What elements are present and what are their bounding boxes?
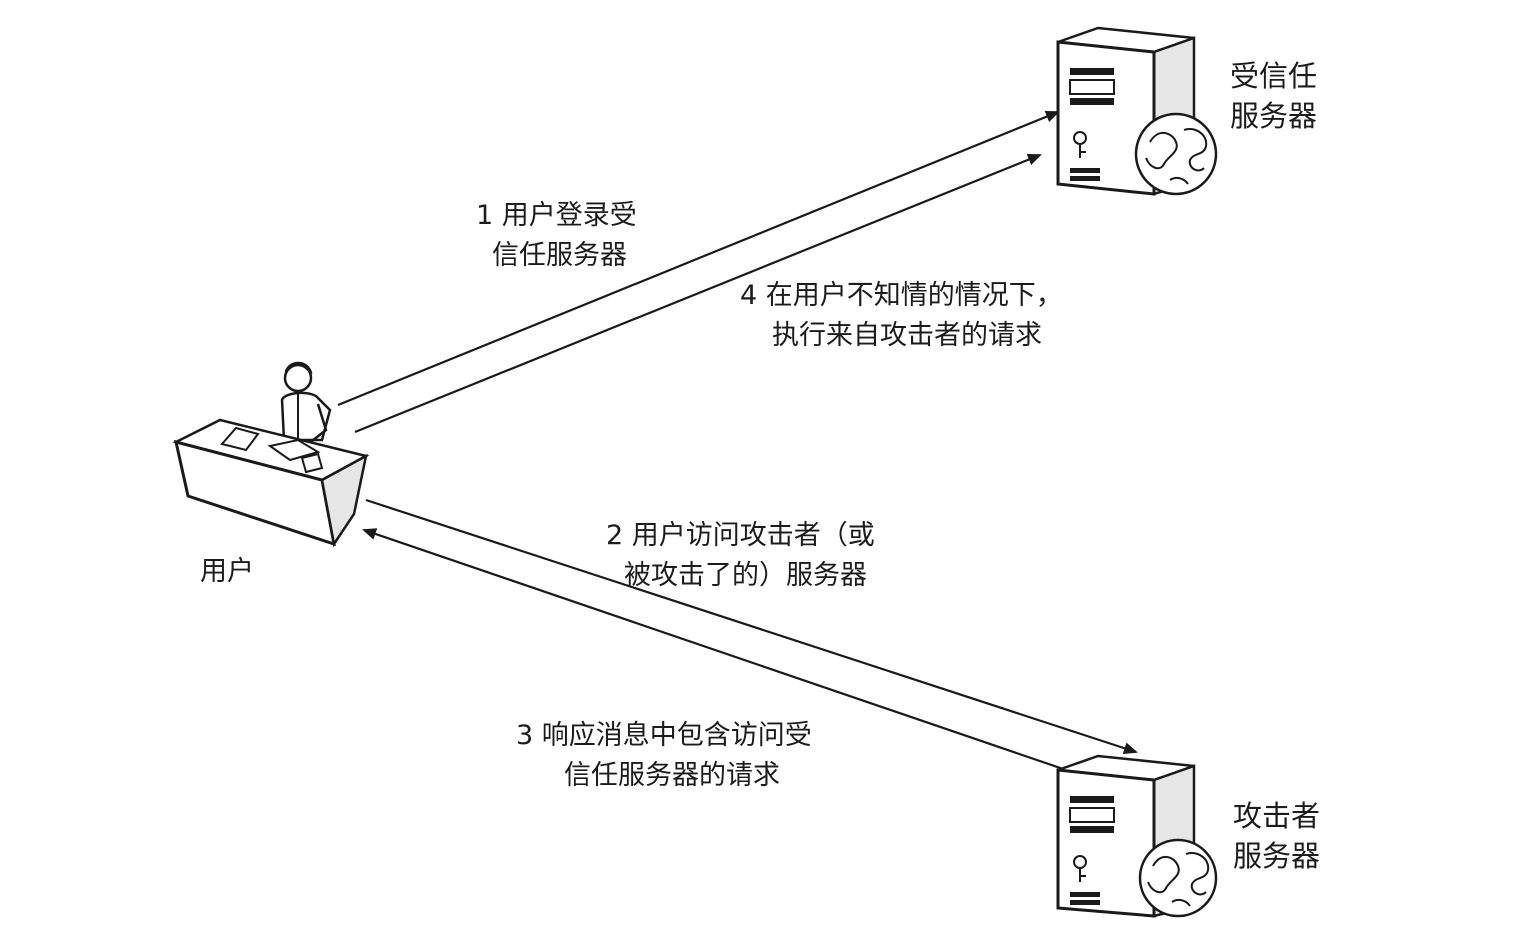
step-2-line2: 被攻击了的）服务器 xyxy=(624,560,867,591)
step-1-label: 1 用户登录受 信任服务器 xyxy=(476,196,637,276)
step-2-line1: 2 用户访问攻击者（或 xyxy=(606,520,875,551)
user-label: 用户 xyxy=(200,556,254,587)
arrow-step-1 xyxy=(337,110,1060,407)
step-2-label: 2 用户访问攻击者（或 被攻击了的）服务器 xyxy=(606,516,875,596)
arrow-step-3 xyxy=(362,528,1073,774)
step-4-label: 4 在用户不知情的情况下， 执行来自攻击者的请求 xyxy=(740,276,1063,356)
attacker-server-label: 攻击者 服务器 xyxy=(1233,796,1320,876)
step-3-label: 3 响应消息中包含访问受 信任服务器的请求 xyxy=(516,716,812,796)
step-1-line2: 信任服务器 xyxy=(492,240,627,271)
trusted-server-icon xyxy=(1056,26,1218,196)
step-4-line1: 4 在用户不知情的情况下， xyxy=(740,280,1063,311)
attacker-server-icon xyxy=(1056,754,1218,918)
trusted-server-label-line2: 服务器 xyxy=(1230,99,1318,133)
step-4-line2: 执行来自攻击者的请求 xyxy=(772,320,1042,351)
step-3-line1: 3 响应消息中包含访问受 xyxy=(516,720,812,751)
attacker-server-label-line1: 攻击者 xyxy=(1233,799,1321,833)
user-at-desk-icon xyxy=(172,361,370,548)
trusted-server-label: 受信任 服务器 xyxy=(1230,56,1317,136)
step-1-line1: 1 用户登录受 xyxy=(476,200,637,231)
arrow-step-4 xyxy=(354,153,1042,434)
arrow-step-2 xyxy=(365,498,1138,754)
trusted-server-label-line1: 受信任 xyxy=(1230,59,1318,93)
step-3-line2: 信任服务器的请求 xyxy=(564,760,780,791)
attacker-server-label-line2: 服务器 xyxy=(1233,839,1321,873)
